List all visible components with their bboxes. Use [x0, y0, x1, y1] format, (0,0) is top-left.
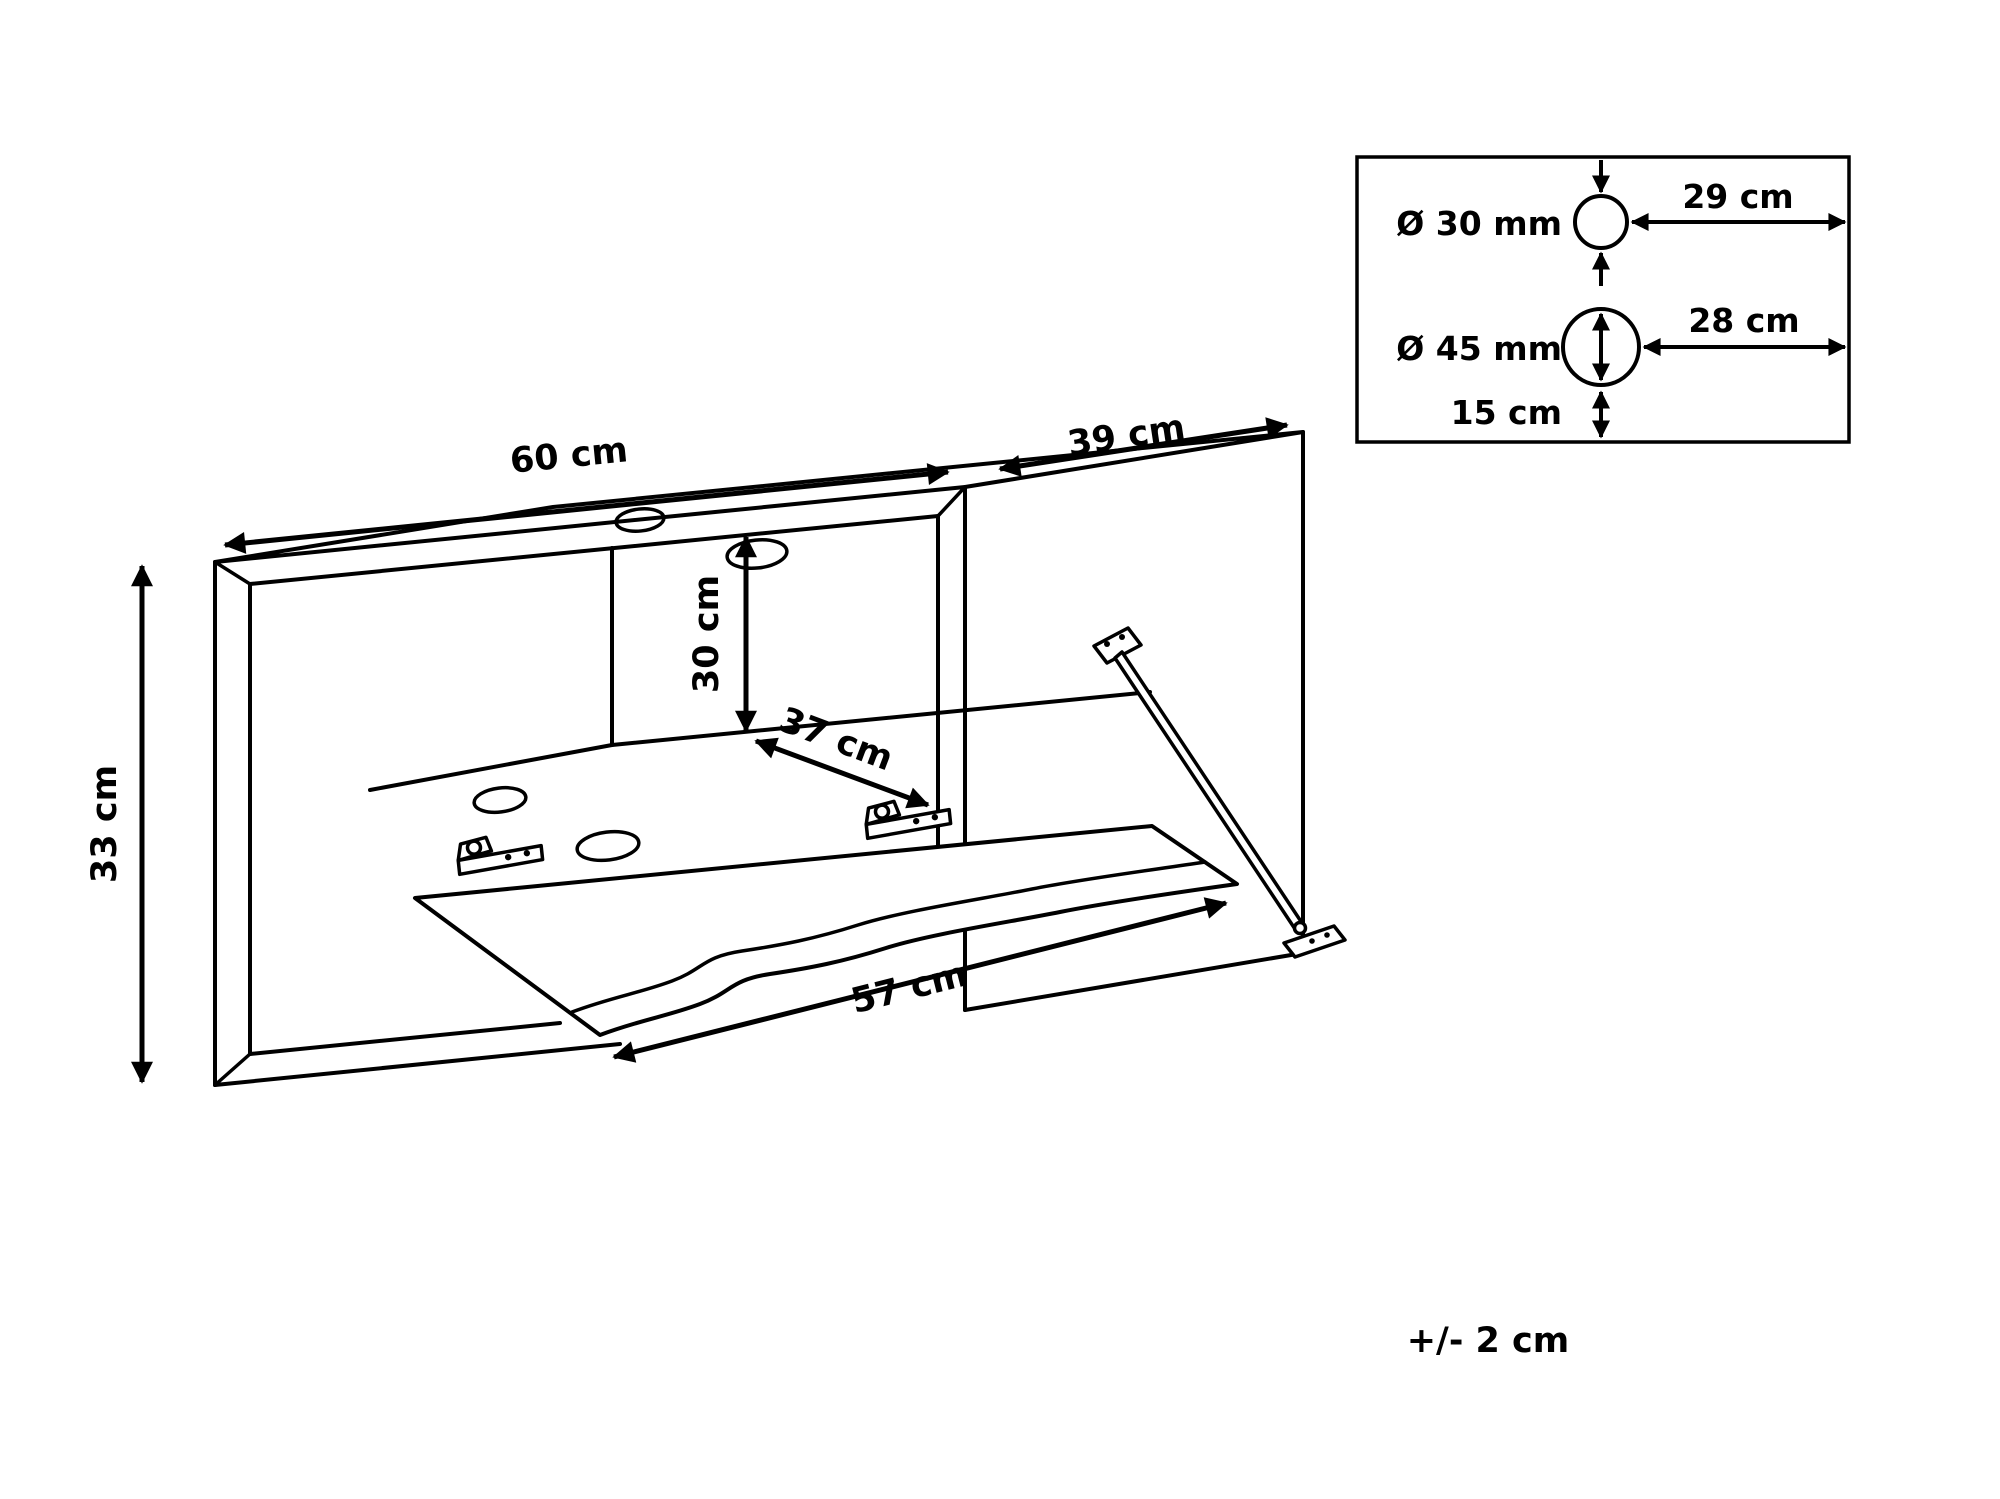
dimension-door-width-arrow	[612, 897, 1228, 1063]
stay-pivot	[1292, 920, 1308, 936]
miter-bottom-left	[213, 1052, 252, 1087]
hinge-plate	[456, 843, 545, 877]
inset-hole-small-offset-label: 29 cm	[1682, 177, 1793, 216]
stay-top-screw	[1104, 641, 1110, 647]
dimension-width-arrow	[223, 463, 950, 554]
inset-hole-large-diameter-label: Ø 45 mm	[1396, 329, 1562, 368]
cable-hole-bottom-large	[575, 829, 641, 863]
cabinet-interior	[368, 546, 1152, 792]
opening-bottom-edge	[248, 1021, 562, 1056]
dimension-interior-height: 30 cm	[687, 535, 757, 733]
hinge-screw	[504, 853, 512, 861]
cable-holes-bottom	[472, 785, 641, 863]
dimension-depth-arrow	[998, 417, 1289, 477]
miter-top-left	[213, 560, 252, 586]
dimension-width: 60 cm	[223, 430, 950, 554]
dimension-width-label: 60 cm	[508, 430, 629, 482]
hinge-screw	[912, 817, 920, 825]
drilling-detail-inset: Ø 30 mm 29 cm Ø 45 mm 28 cm 15 cm	[1355, 155, 1851, 444]
inset-hole-large	[1561, 307, 1641, 387]
hinge-screw	[931, 813, 939, 821]
hinge-plate	[864, 807, 953, 841]
lid-stay-arm	[1092, 626, 1347, 959]
inset-hole-small-diameter-label: Ø 30 mm	[1396, 204, 1562, 243]
hinge-loop	[465, 839, 483, 856]
stay-foot-screw	[1309, 938, 1315, 944]
dimension-depth-label: 39 cm	[1065, 408, 1188, 465]
cable-hole-top-large	[725, 537, 789, 571]
dimension-door-width-label: 57 cm	[847, 955, 971, 1023]
cabinet-bottom-front-edge	[213, 1042, 622, 1087]
hinge-screw	[523, 849, 531, 857]
door-hinge-left	[456, 835, 545, 877]
dimension-interior-height-label: 30 cm	[687, 575, 727, 693]
cable-hole-bottom-small	[472, 785, 528, 815]
dimension-interior-depth-label: 37 cm	[774, 700, 899, 779]
inset-bottom-offset-label: 15 cm	[1451, 393, 1562, 432]
interior-back-floor-edge	[610, 690, 1152, 747]
hinge-loop	[873, 803, 891, 820]
dimension-interior-depth-arrow	[754, 737, 930, 809]
dimension-height-label: 33 cm	[85, 765, 125, 883]
stay-top-screw	[1119, 634, 1125, 640]
interior-left-floor-edge	[368, 743, 614, 792]
stay-top-bracket	[1092, 626, 1143, 665]
miter-top-right	[936, 485, 967, 518]
cabinet-bottom-right-edge	[963, 951, 1305, 1012]
stay-foot-screw	[1324, 932, 1330, 938]
dimension-height: 33 cm	[85, 564, 153, 1084]
inset-hole-large-offset-label: 28 cm	[1688, 301, 1799, 340]
inset-hole-small	[1573, 194, 1629, 250]
tolerance-note: +/- 2 cm	[1407, 1321, 1570, 1361]
